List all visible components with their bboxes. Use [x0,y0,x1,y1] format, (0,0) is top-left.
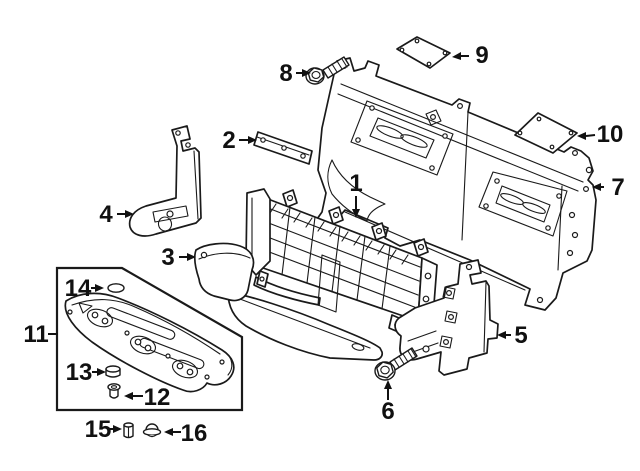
callout-8-arrowhead [302,69,311,77]
bracket-4-drawing [128,125,202,237]
air-deflector-3-drawing [193,242,384,361]
cover-plate-10-drawing [514,112,578,154]
callout-3[interactable]: 3 [161,244,196,271]
callout-16-label[interactable]: 16 [181,420,208,447]
seal-plate-2-drawing [253,131,313,165]
callout-14-arrowhead [95,284,104,292]
callout-3-label[interactable]: 3 [161,244,174,271]
screw-12-drawing [107,383,121,399]
callout-10-line [585,134,596,137]
callout-12-label[interactable]: 12 [144,384,171,411]
callout-13-arrowhead [97,368,106,376]
callout-1-label[interactable]: 1 [349,170,362,197]
cap-13-drawing [105,365,121,378]
callout-1[interactable]: 1 [349,170,363,218]
callout-11-label[interactable]: 11 [23,321,48,348]
grommet-14-drawing [107,283,125,293]
callout-1-arrowhead [352,209,360,218]
callout-7-arrowhead [592,183,601,191]
callout-4[interactable]: 4 [99,201,134,228]
callout-6-arrowhead [384,380,392,389]
callout-9-arrowhead [452,52,461,60]
under-cover-11-drawing [55,266,244,412]
callout-15-arrowhead [113,425,122,433]
callout-3-arrowhead [187,253,196,261]
callout-12[interactable]: 12 [124,384,170,411]
cover-plate-9-drawing [396,36,451,69]
callout-8[interactable]: 8 [279,60,311,87]
callout-5-arrowhead [497,331,506,339]
callout-12-arrowhead [124,392,133,400]
callout-2[interactable]: 2 [222,127,257,154]
callout-16[interactable]: 16 [164,420,207,447]
callout-10-arrowhead [577,132,586,140]
callout-8-label[interactable]: 8 [279,60,292,87]
callout-15-label[interactable]: 15 [85,416,112,443]
pin-16-drawing [142,423,162,438]
callout-14[interactable]: 14 [65,275,104,302]
callout-7[interactable]: 7 [592,174,625,201]
callout-4-arrowhead [125,210,134,218]
callout-6[interactable]: 6 [381,380,395,425]
callout-7-label[interactable]: 7 [611,174,624,201]
callout-10-label[interactable]: 10 [597,121,624,148]
callout-9-label[interactable]: 9 [475,42,488,69]
callout-13-label[interactable]: 13 [66,359,93,386]
clip-15-drawing [123,422,134,439]
bolt-6-drawing [374,347,418,381]
callout-14-label[interactable]: 14 [65,275,92,302]
callout-13[interactable]: 13 [66,359,106,386]
callout-11[interactable]: 11 [23,321,58,348]
callout-6-label[interactable]: 6 [381,398,394,425]
callout-15[interactable]: 15 [85,416,122,443]
callout-2-arrowhead [248,136,257,144]
callout-5-label[interactable]: 5 [514,322,527,349]
callout-16-arrowhead [164,428,173,436]
callout-4-label[interactable]: 4 [99,201,113,228]
callout-10[interactable]: 10 [577,121,623,148]
callout-9[interactable]: 9 [452,42,489,69]
callout-5[interactable]: 5 [497,322,528,349]
callout-2-label[interactable]: 2 [222,127,235,154]
